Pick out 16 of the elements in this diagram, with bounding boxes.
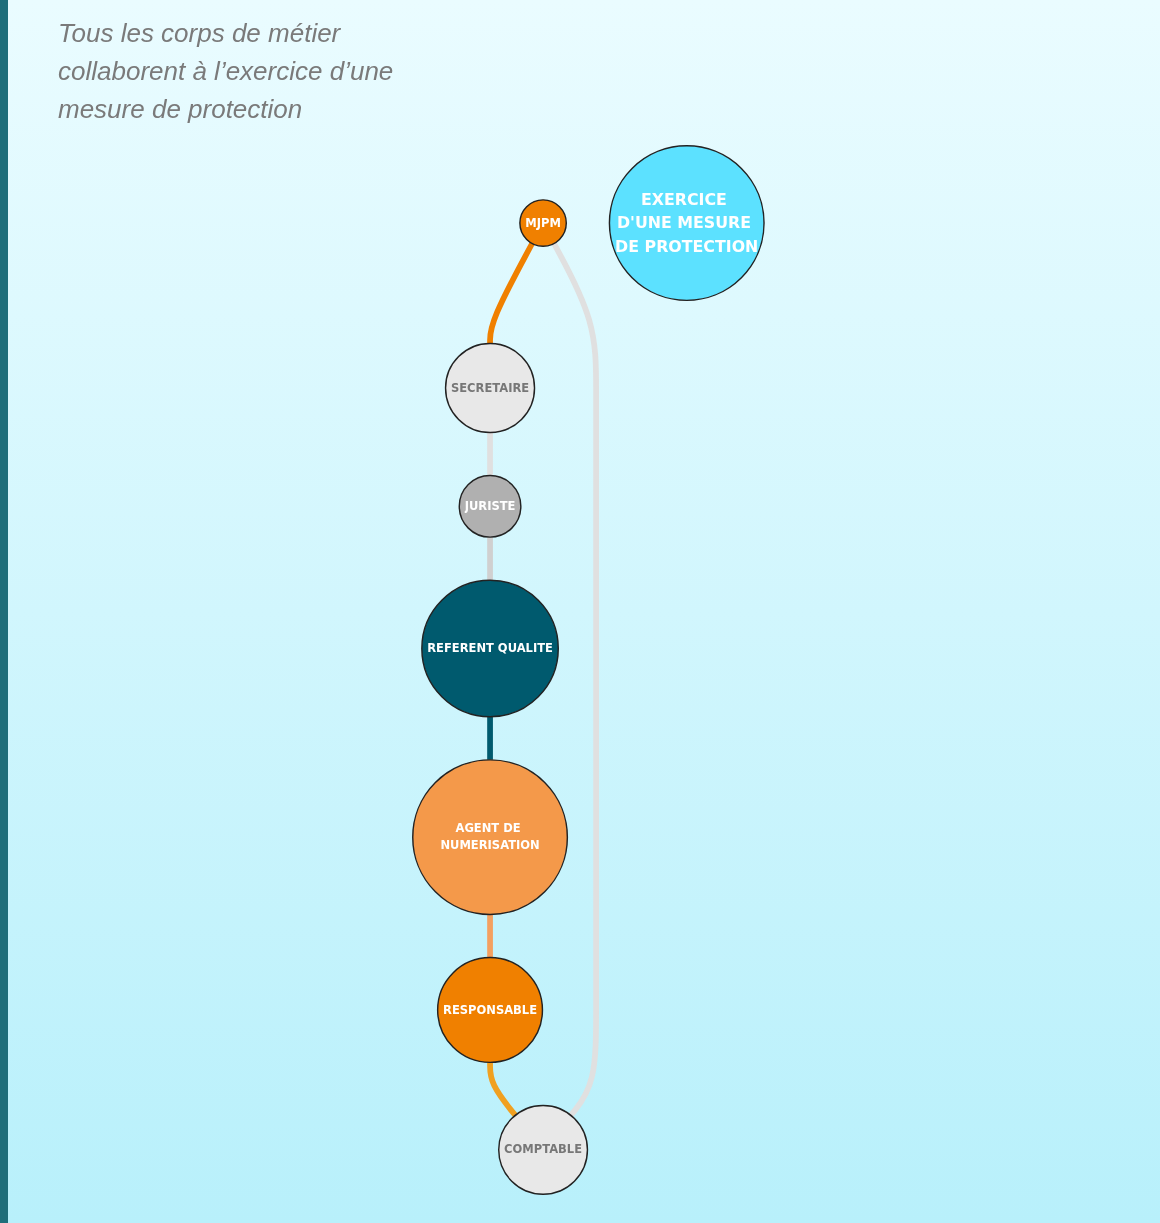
node-circle: MJPM — [518, 199, 567, 247]
note-text: Tous les corps de métier collaborent à l’exercice d’une mesure de protection — [58, 17, 395, 126]
node-circle: JURISTE — [458, 474, 522, 538]
connector — [486, 914, 493, 958]
node-circle: SECRETAIRE — [444, 342, 535, 434]
connector — [486, 242, 535, 344]
connector — [486, 1062, 518, 1118]
connector — [551, 242, 599, 1118]
node-circle: EXERCICE D'UNE MESURE DE PROTECTION — [608, 145, 765, 302]
node-circle: AGENT DE NUMERISATION — [411, 759, 568, 916]
connector — [486, 537, 493, 581]
node-circle: RESPONSABLE — [436, 956, 543, 1064]
node-circle: REFERENT QUALITE — [420, 579, 559, 718]
connector — [486, 716, 493, 760]
node-circle: COMPTABLE — [497, 1104, 588, 1195]
connector — [486, 432, 493, 476]
